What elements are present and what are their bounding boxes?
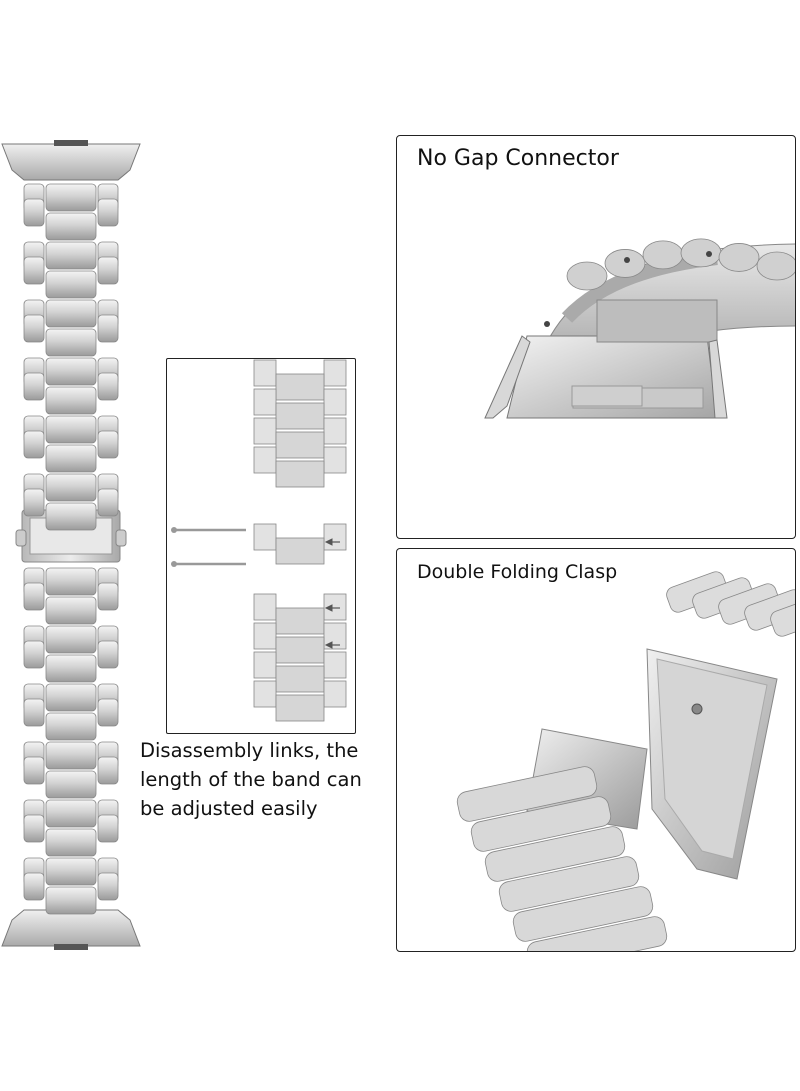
clasp-photo [456,571,795,951]
link-adjust-caption: Disassembly links, the length of the ban… [140,736,390,823]
caption-line: length of the band can [140,768,362,791]
connector-panel: No Gap Connector [396,135,796,539]
connector-photo [484,238,795,419]
clasp-panel: Double Folding Clasp [396,548,796,952]
link-removal-diagram [171,359,347,722]
clasp-title: Double Folding Clasp [417,561,618,583]
watch-band-photo [1,140,141,950]
caption-line: be adjusted easily [140,797,318,820]
arrow-left-icon [324,604,340,612]
arrow-left-icon [324,538,340,546]
pin-icon [171,527,246,533]
caption-line: Disassembly links, the [140,739,359,762]
pin-icon [171,561,246,567]
arrow-left-icon [324,641,340,649]
connector-title: No Gap Connector [417,146,619,171]
